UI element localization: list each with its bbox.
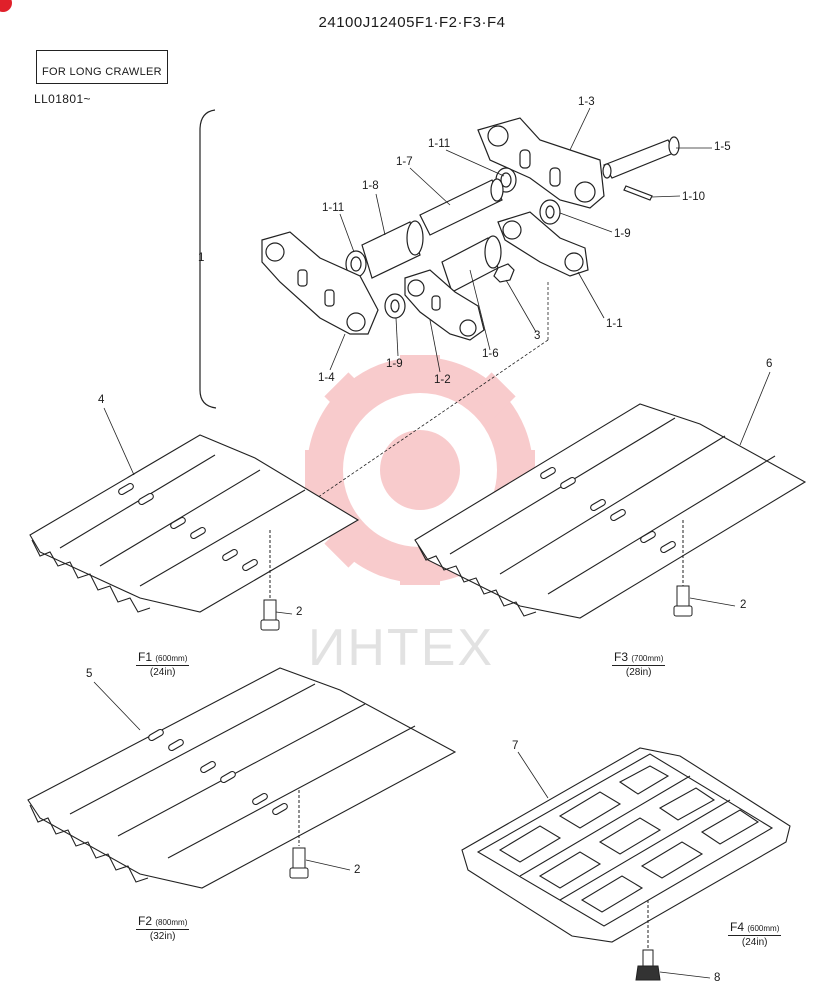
variant-f1-code: F1 bbox=[138, 650, 153, 664]
watermark-text: ИНТЕХ bbox=[308, 619, 495, 677]
spacer-1-9-upper bbox=[539, 199, 561, 225]
callout-1-2: 1-2 bbox=[434, 374, 451, 386]
track-shoe-f4 bbox=[461, 747, 791, 943]
track-shoe-f2 bbox=[27, 667, 457, 889]
bushing-1-8 bbox=[361, 220, 424, 279]
variant-f3-code: F3 bbox=[614, 650, 629, 664]
variant-f3-mm: (700mm) bbox=[631, 654, 664, 663]
variant-f4-code: F4 bbox=[730, 920, 745, 934]
shoe-bolt-2-f3 bbox=[673, 520, 693, 617]
callout-1-4: 1-4 bbox=[318, 372, 335, 384]
variant-f2-code: F2 bbox=[138, 914, 153, 928]
callout-1-5: 1-5 bbox=[714, 141, 731, 153]
shoe-bolt-2-f2 bbox=[289, 790, 309, 879]
variant-f1-inch: (24in) bbox=[149, 667, 176, 678]
callout-7: 7 bbox=[512, 740, 519, 752]
callout-1-3: 1-3 bbox=[578, 96, 595, 108]
page-badge bbox=[0, 0, 12, 12]
shoe-bolt-8-f4 bbox=[635, 900, 661, 981]
variant-f1-mm: (600mm) bbox=[155, 654, 188, 663]
serial-range: LL01801~ bbox=[34, 92, 91, 106]
pin-1-7 bbox=[419, 178, 504, 236]
link-1-1 bbox=[497, 211, 589, 277]
watermark-logo bbox=[305, 355, 535, 585]
nut-3 bbox=[493, 263, 515, 283]
cotter-1-10 bbox=[623, 185, 653, 201]
callout-1-11-lower: 1-11 bbox=[322, 202, 345, 214]
variant-label-f1: F1 (600mm) (24in) bbox=[136, 650, 190, 678]
track-shoe-f1 bbox=[29, 434, 360, 613]
assembly-bracket bbox=[199, 109, 217, 409]
note-box bbox=[36, 50, 168, 84]
callout-4: 4 bbox=[98, 394, 105, 406]
callout-1-6: 1-6 bbox=[482, 348, 499, 360]
callout-1-1: 1-1 bbox=[606, 318, 623, 330]
shoe-leader-lines bbox=[93, 371, 771, 979]
callout-1-9-upper: 1-9 bbox=[614, 228, 631, 240]
callout-1: 1 bbox=[198, 252, 205, 264]
callout-1-11-upper: 1-11 bbox=[428, 138, 451, 150]
page-title: 24100J12405F1·F2·F3·F4 bbox=[318, 14, 506, 31]
callout-5: 5 bbox=[86, 668, 93, 680]
callout-1-9-lower: 1-9 bbox=[386, 358, 403, 370]
spacer-1-9-lower bbox=[384, 293, 406, 319]
track-shoe-f3 bbox=[414, 403, 807, 619]
variant-f4-mm: (600mm) bbox=[747, 924, 780, 933]
callout-1-10: 1-10 bbox=[682, 191, 706, 203]
callout-6: 6 bbox=[766, 358, 773, 370]
callout-2-f1: 2 bbox=[296, 606, 303, 618]
pin-1-5 bbox=[602, 136, 680, 179]
variant-label-f4: F4 (600mm) (24in) bbox=[728, 920, 782, 948]
callout-8: 8 bbox=[714, 972, 721, 984]
callout-1-7: 1-7 bbox=[396, 156, 413, 168]
callout-2-f3: 2 bbox=[740, 599, 747, 611]
variant-f4-inch: (24in) bbox=[741, 937, 768, 948]
callout-1-8: 1-8 bbox=[362, 180, 379, 192]
variant-f3-inch: (28in) bbox=[625, 667, 652, 678]
bushing-1-6 bbox=[441, 235, 502, 293]
note-box-text: FOR LONG CRAWLER bbox=[42, 66, 162, 78]
link-1-4 bbox=[261, 231, 379, 335]
variant-f2-mm: (800mm) bbox=[155, 918, 188, 927]
callout-2-f2: 2 bbox=[354, 864, 361, 876]
link-1-2 bbox=[404, 269, 485, 341]
callout-3: 3 bbox=[534, 330, 541, 342]
variant-label-f2: F2 (800mm) (32in) bbox=[136, 914, 190, 942]
link-1-3 bbox=[477, 117, 605, 209]
shoe-bolt-2-f1 bbox=[260, 530, 280, 631]
variant-label-f3: F3 (700mm) (28in) bbox=[612, 650, 666, 678]
variant-f2-inch: (32in) bbox=[149, 931, 176, 942]
